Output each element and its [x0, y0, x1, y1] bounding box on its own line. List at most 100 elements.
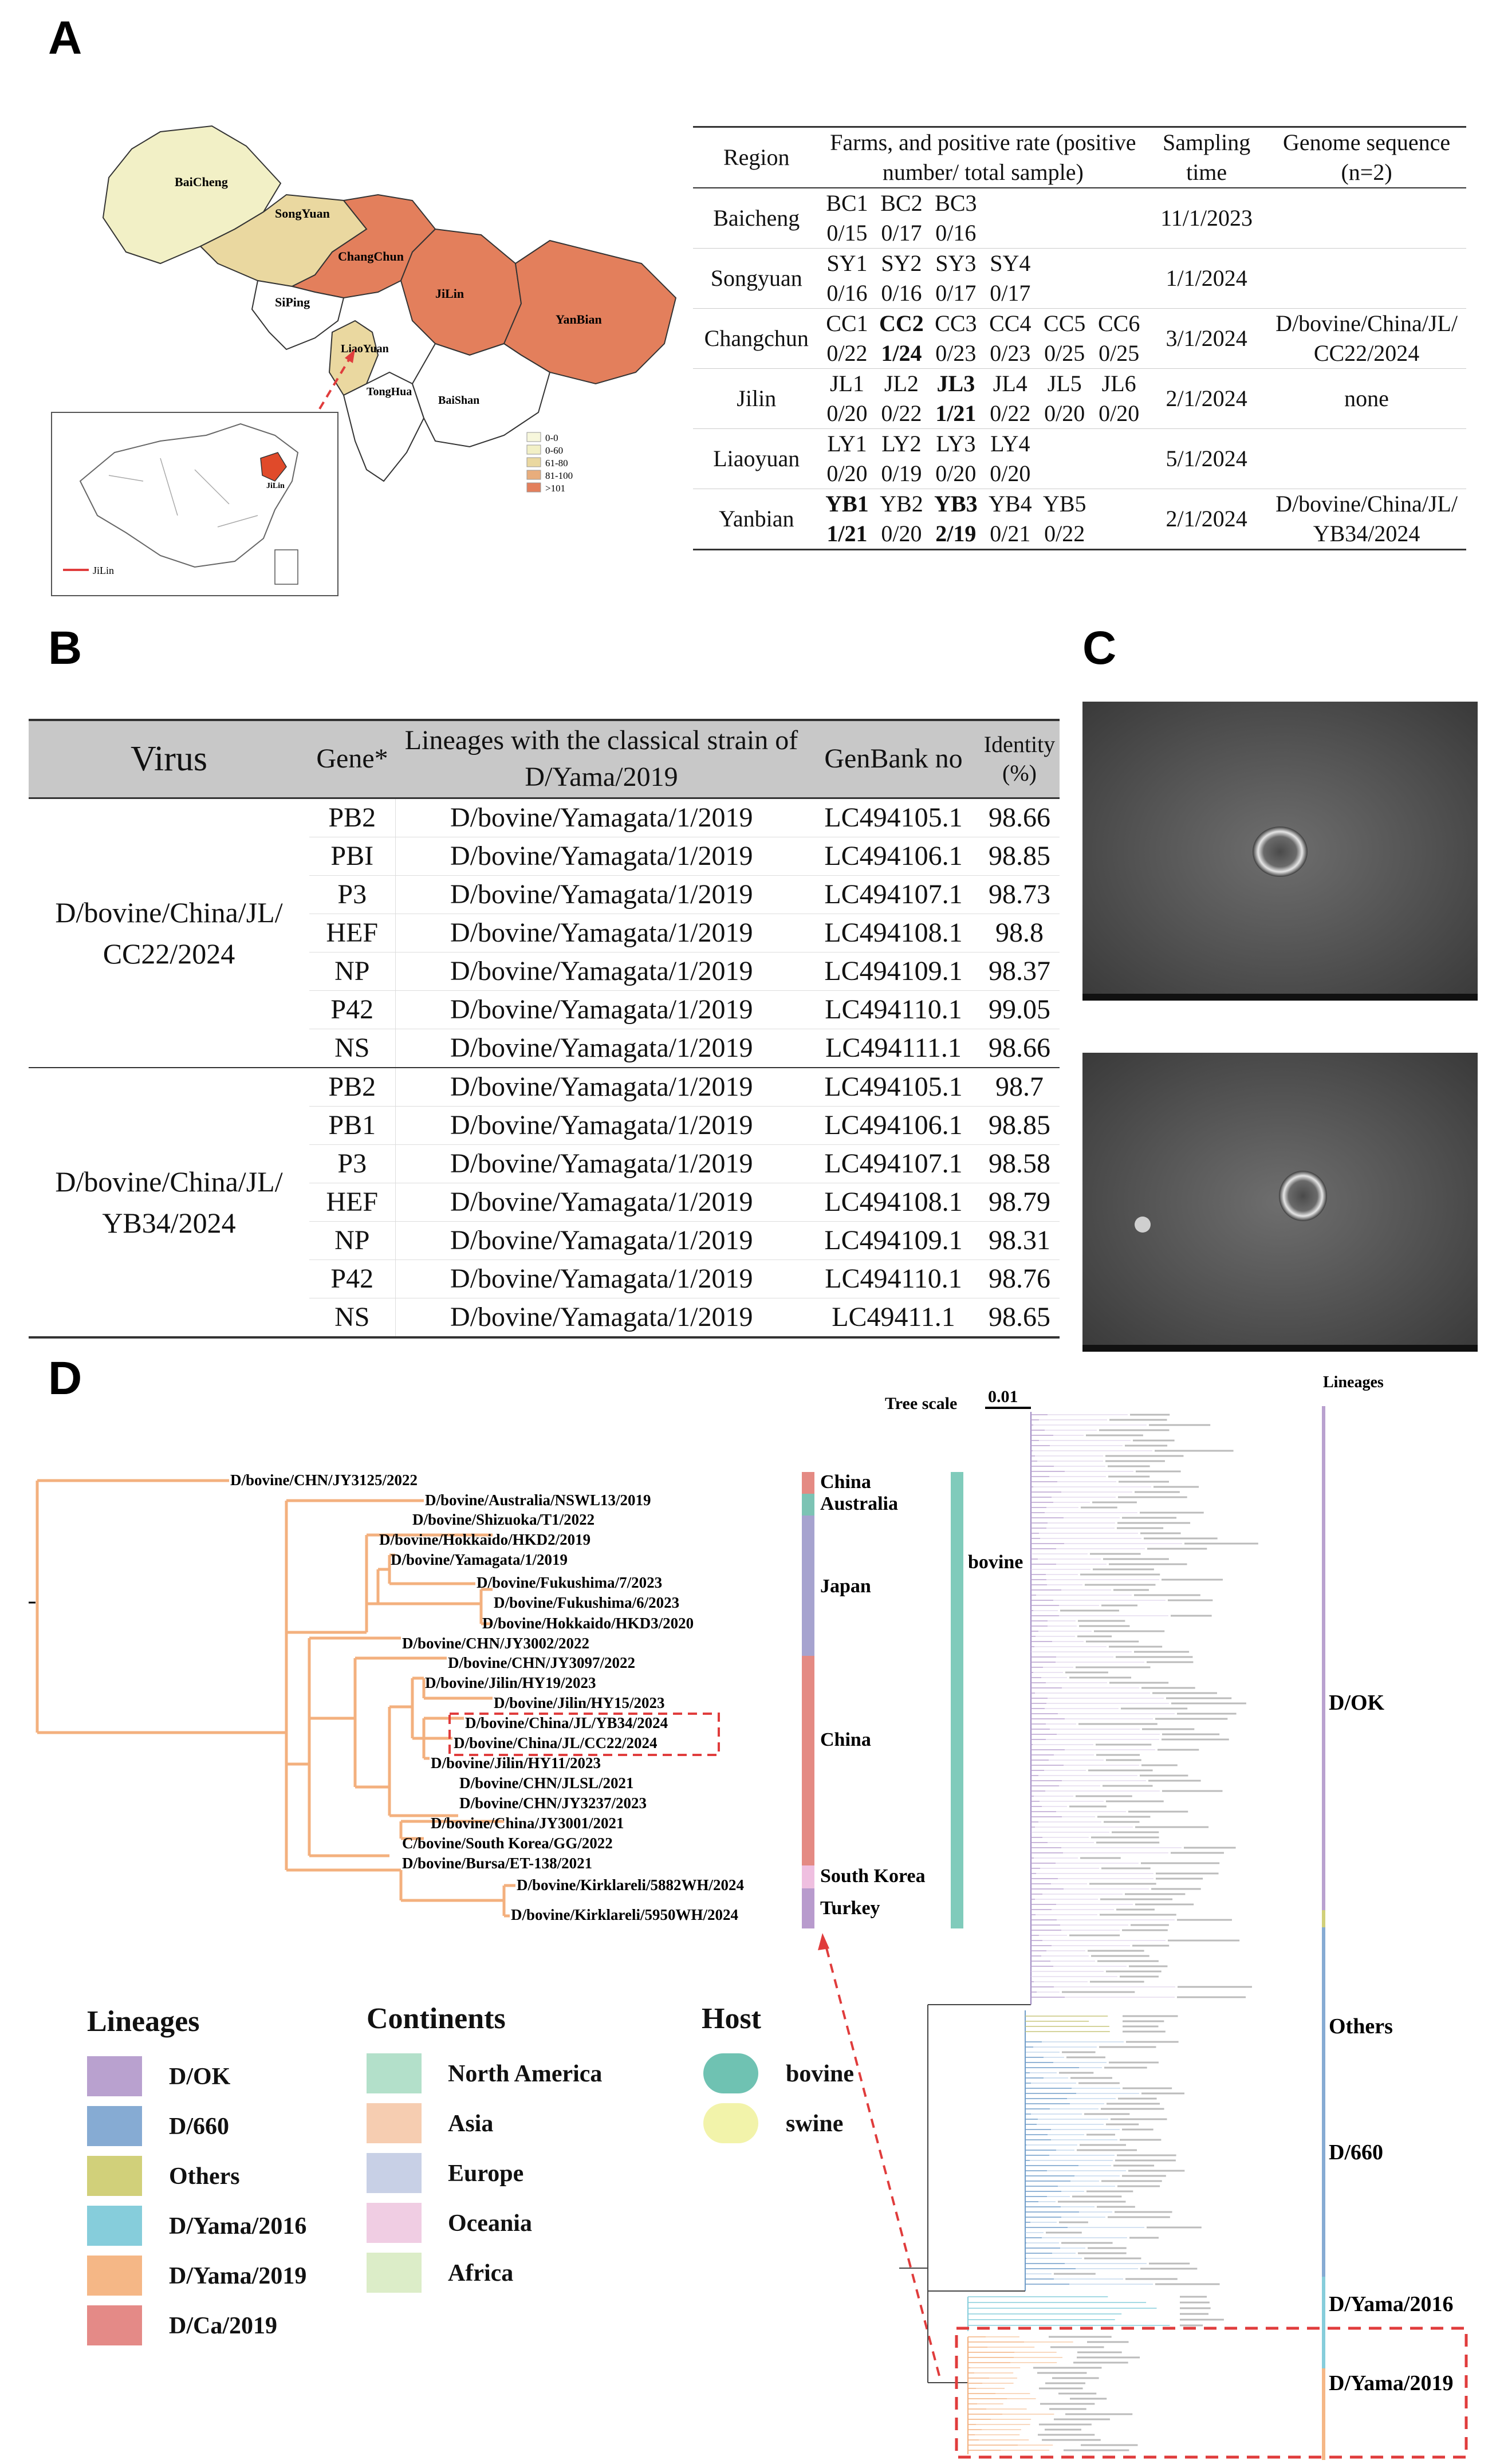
taxon-label: D/bovine/Hokkaido/HKD2/2019 [379, 1531, 590, 1548]
strain-cell: D/bovine/Yamagata/1/2019 [395, 1067, 808, 1106]
lineage-strip-dyama2019 [1322, 2368, 1325, 2460]
country-label-turkey: Turkey [820, 1898, 880, 1919]
tree-scale-label: Tree scale [885, 1394, 957, 1413]
identity-cell: 98.37 [989, 955, 1050, 986]
phylogenetic-tree: Tree scale 0.01 Lineages [29, 1373, 1468, 2460]
farm-id-cell [1037, 429, 1092, 459]
positive-rate-cell: 0/22 [826, 340, 868, 366]
identity-cell: 99.05 [989, 994, 1050, 1025]
lineage-tag-d660: D/660 [1329, 2140, 1383, 2164]
col-header-region: Region [723, 144, 790, 170]
farm-id-cell: JL1 [829, 371, 864, 396]
jilin-province-map: BaiCheng SongYuan ChangChun JiLin YanBia… [51, 125, 677, 596]
genbank-cell: LC494108.1 [824, 1186, 963, 1217]
genome-cell: none [1344, 385, 1389, 411]
virus-name-cell: D/bovine/China/JL/ YB34/2024 [55, 1165, 283, 1239]
legend-host-swatch [703, 2053, 758, 2093]
strain-cell: D/bovine/Yamagata/1/2019 [395, 1144, 808, 1183]
host-label-bovine: bovine [968, 1552, 1023, 1573]
positive-rate-cell: 0/17 [990, 280, 1031, 306]
lineage-strip-dok [1322, 1406, 1325, 1910]
farm-id-cell: BC1 [826, 190, 868, 216]
genome-cell [1267, 188, 1466, 249]
positive-rate-cell [1092, 459, 1146, 489]
overview-tree [899, 1412, 1258, 2454]
taxon-label: C/bovine/South Korea/GG/2022 [402, 1835, 613, 1852]
strain-cell: D/bovine/Yamagata/1/2019 [395, 837, 808, 875]
country-strip-china-2 [802, 1656, 814, 1865]
positive-rate-cell: 0/17 [935, 280, 977, 306]
positive-rate-cell: 0/23 [990, 340, 1031, 366]
positive-rate-cell: 0/22 [1044, 521, 1085, 546]
farm-id-cell [1037, 188, 1092, 218]
legend-continent-label: Africa [448, 2260, 514, 2286]
sampling-time-cell: 5/1/2024 [1166, 446, 1247, 471]
dyama2019-highlight-box [955, 2327, 1468, 2459]
farm-id-cell [1092, 249, 1146, 279]
legend-lineage-swatch [87, 2305, 142, 2345]
positive-rate-cell [1092, 278, 1146, 309]
farm-id-cell: SY3 [935, 250, 977, 276]
lineage-strip-others [1322, 1910, 1325, 1927]
identity-cell: 98.31 [989, 1225, 1050, 1255]
positive-rate-cell: 0/16 [935, 220, 977, 246]
farm-id-cell: JL6 [1101, 371, 1136, 396]
positive-rate-cell: 0/20 [990, 460, 1031, 486]
col-header-lineage: Lineages with the classical strain of D/… [404, 725, 798, 793]
positive-rate-cell: 0/20 [826, 460, 868, 486]
genbank-cell: LC494106.1 [824, 840, 963, 871]
gene-cell: NP [334, 1225, 370, 1255]
strain-cell: D/bovine/Yamagata/1/2019 [395, 1106, 808, 1144]
strain-cell: D/bovine/Yamagata/1/2019 [395, 875, 808, 914]
strain-cell: D/bovine/Yamagata/1/2019 [395, 990, 808, 1029]
inset-jilin-label: JiLin [266, 482, 285, 490]
positive-rate-cell: 0/21 [990, 521, 1031, 546]
legend-continent-swatch [367, 2153, 422, 2193]
legend-lineage-label: D/OK [169, 2064, 231, 2090]
genbank-cell: LC494110.1 [825, 1263, 962, 1294]
positive-rate-cell: 0/20 [1044, 400, 1085, 426]
gene-cell: PB1 [328, 1109, 376, 1140]
zoom-tree-branches [36, 1479, 515, 1918]
farm-id-cell: LY3 [936, 431, 976, 456]
genbank-cell: LC494105.1 [824, 802, 963, 833]
em-micrograph-top [1082, 702, 1478, 1001]
taxon-label: D/bovine/Fukushima/6/2023 [494, 1594, 679, 1611]
genbank-cell: LC494107.1 [824, 1148, 963, 1179]
legend-continent-label: Asia [448, 2111, 494, 2137]
positive-rate-cell [1092, 519, 1146, 550]
taxon-label: D/bovine/Jilin/HY19/2023 [425, 1674, 596, 1691]
farm-id-cell: CC3 [935, 310, 977, 336]
taxon-label: D/bovine/Yamagata/1/2019 [391, 1551, 568, 1568]
legend-lineage-swatch [87, 2206, 142, 2246]
legend-continents-title: Continents [367, 2002, 506, 2035]
lineage-tag-dyama2016: D/Yama/2016 [1329, 2292, 1453, 2316]
taxon-label: D/bovine/Fukushima/7/2023 [477, 1574, 662, 1591]
positive-rate-cell: 0/22 [881, 400, 922, 426]
scale-label: >101 [545, 483, 565, 494]
col-header-genome: Genome sequence (n=2) [1283, 129, 1451, 185]
positive-rate-cell: 0/15 [826, 220, 868, 246]
farm-id-cell [1092, 429, 1146, 459]
country-label-china: China [820, 1471, 871, 1493]
strain-cell: D/bovine/Yamagata/1/2019 [395, 1029, 808, 1068]
farm-id-cell: CC4 [989, 310, 1032, 336]
country-strip-turkey [802, 1888, 814, 1928]
highlight-box [448, 1713, 720, 1756]
identity-cell: 98.76 [989, 1263, 1050, 1294]
gene-cell: P42 [330, 994, 374, 1025]
genbank-cell: LC494109.1 [824, 955, 963, 986]
farm-id-cell [1037, 249, 1092, 279]
country-label-australia: Australia [820, 1493, 898, 1514]
legend-host-title: Host [702, 2002, 761, 2035]
genome-cell [1267, 249, 1466, 309]
identity-cell: 98.79 [989, 1186, 1050, 1217]
strain-cell: D/bovine/Yamagata/1/2019 [395, 798, 808, 837]
farm-id-cell: BC2 [880, 190, 923, 216]
positive-rate-cell [1092, 218, 1146, 249]
legend-host-label: swine [786, 2111, 844, 2137]
genbank-cell: LC494108.1 [824, 917, 963, 948]
col-header-sampling-time: Sampling time [1162, 129, 1251, 185]
taxon-label: D/bovine/Hokkaido/HKD3/2020 [482, 1615, 694, 1632]
genbank-cell: LC494106.1 [824, 1109, 963, 1140]
